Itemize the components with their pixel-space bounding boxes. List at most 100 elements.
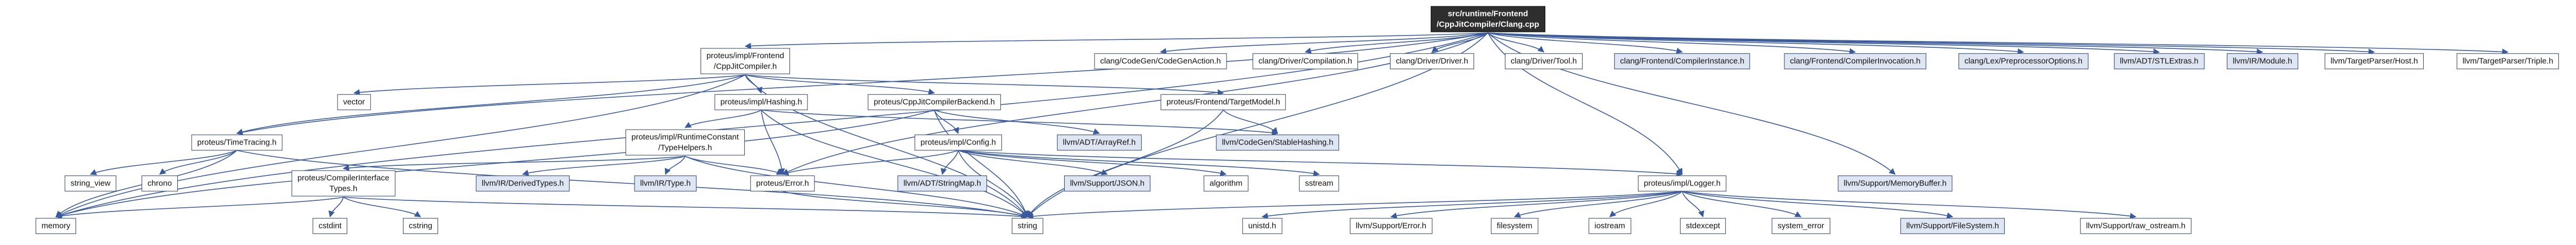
node-string[interactable]: string (1011, 218, 1043, 234)
node-stringmap[interactable]: llvm/ADT/StringMap.h (898, 175, 987, 191)
edge-config-to-stringmap (940, 150, 959, 175)
edge-config-to-proteus_error (781, 150, 959, 176)
node-label: /TypeHelpers.h (658, 143, 712, 152)
node-type-h[interactable]: llvm/IR/Type.h (634, 175, 697, 191)
node-compilerinvocation[interactable]: clang/Frontend/CompilerInvocation.h (1784, 53, 1927, 69)
node-label: string_view (70, 179, 111, 188)
edge-backend-to-arrayref (934, 109, 1100, 135)
node-compilation[interactable]: clang/Driver/Compilation.h (1253, 53, 1358, 69)
node-config[interactable]: proteus/impl/Config.h (915, 134, 1002, 150)
edge-config-to-sstream (958, 150, 1320, 177)
node-targetmodel[interactable]: proteus/Frontend/TargetModel.h (1161, 94, 1286, 110)
node-label: proteus/impl/Config.h (920, 138, 996, 147)
node-label: llvm/Support/FileSystem.h (1906, 221, 1999, 231)
edge-compilerinterfacetypes-to-cstdint (328, 197, 344, 218)
edge-clang_cpp-to-tool (1487, 32, 1544, 53)
node-tool[interactable]: clang/Driver/Tool.h (1504, 53, 1583, 69)
node-preprocessoroptions[interactable]: clang/Lex/PreprocessorOptions.h (1958, 53, 2088, 69)
node-chrono[interactable]: chrono (142, 175, 178, 191)
node-raw-ostream[interactable]: llvm/Support/raw_ostream.h (2080, 218, 2192, 234)
node-label: chrono (147, 179, 172, 188)
node-vector[interactable]: vector (337, 94, 371, 110)
edge-logger-to-filesystem (1513, 191, 1683, 218)
edge-cppjitcompiler-to-backend (745, 74, 935, 95)
node-label: clang/Frontend/CompilerInstance.h (1620, 56, 1744, 66)
node-module[interactable]: llvm/IR/Module.h (2227, 53, 2298, 69)
node-iostream[interactable]: iostream (1589, 218, 1631, 234)
node-label: src/runtime/Frontend (1447, 9, 1528, 19)
node-label: proteus/Frontend/TargetModel.h (1166, 97, 1280, 107)
node-label: Types.h (329, 184, 358, 193)
node-label: algorithm (1209, 179, 1242, 188)
node-label: iostream (1594, 221, 1625, 231)
node-label: clang/Driver/Driver.h (1396, 56, 1468, 66)
node-arrayref[interactable]: llvm/ADT/ArrayRef.h (1057, 134, 1142, 150)
node-stablehashing[interactable]: llvm/CodeGen/StableHashing.h (1216, 134, 1339, 150)
node-label: clang/Driver/Tool.h (1510, 56, 1577, 66)
edge-compilerinterfacetypes-to-string (343, 197, 1028, 220)
node-unistd-h[interactable]: unistd.h (1242, 218, 1282, 234)
edge-cppjitcompiler-to-timetracing (236, 74, 746, 135)
node-triple[interactable]: llvm/TargetParser/Triple.h (2456, 53, 2559, 69)
node-label: proteus/impl/Logger.h (1643, 179, 1721, 188)
node-cstdint[interactable]: cstdint (312, 218, 348, 234)
node-system-error[interactable]: system_error (1772, 218, 1830, 234)
edge-typehelpers-to-derivedtypes (522, 156, 686, 176)
node-llvm-filesystem[interactable]: llvm/Support/FileSystem.h (1900, 218, 2005, 234)
edge-clang_cpp-to-preprocessoroptions (1487, 32, 2024, 55)
node-memorybuffer[interactable]: llvm/Support/MemoryBuffer.h (1838, 175, 1953, 191)
node-driver[interactable]: clang/Driver/Driver.h (1390, 53, 1474, 69)
node-codegenaction[interactable]: clang/CodeGen/CodeGenAction.h (1094, 53, 1227, 69)
node-label: proteus/CppJitCompilerBackend.h (874, 97, 995, 107)
node-label: /CppJitCompiler/Clang.cpp (1436, 20, 1540, 29)
node-host[interactable]: llvm/TargetParser/Host.h (2324, 53, 2424, 69)
node-sstream[interactable]: sstream (1299, 175, 1339, 191)
edge-clang_cpp-to-compilerinstance (1487, 32, 1683, 54)
node-hashing[interactable]: proteus/impl/Hashing.h (714, 94, 808, 110)
node-clang-cpp[interactable]: src/runtime/Frontend/CppJitCompiler/Clan… (1430, 6, 1545, 32)
node-cstring[interactable]: cstring (402, 218, 439, 234)
node-proteus-error[interactable]: proteus/Error.h (750, 175, 815, 191)
node-algorithm[interactable]: algorithm (1204, 175, 1248, 191)
node-json[interactable]: llvm/Support/JSON.h (1064, 175, 1151, 191)
edge-typehelpers-to-compilerinterfacetypes (342, 156, 686, 171)
edge-logger-to-system_error (1682, 191, 1802, 217)
node-typehelpers[interactable]: proteus/impl/RuntimeConstant/TypeHelpers… (626, 129, 745, 156)
node-backend[interactable]: proteus/CppJitCompilerBackend.h (868, 94, 1001, 110)
node-cppjitcompiler[interactable]: proteus/impl/Frontend/CppJitCompiler.h (701, 48, 790, 74)
node-label: llvm/Support/Error.h (1355, 221, 1427, 231)
node-string-view[interactable]: string_view (64, 175, 117, 191)
node-compilerinstance[interactable]: clang/Frontend/CompilerInstance.h (1614, 53, 1750, 69)
edge-timetracing-to-string_view (89, 150, 237, 175)
node-timetracing[interactable]: proteus/TimeTracing.h (191, 134, 283, 150)
edge-config-to-json (958, 150, 1108, 175)
edge-cppjitcompiler-to-targetmodel (745, 74, 1224, 96)
node-memory[interactable]: memory (35, 218, 77, 234)
edge-logger-to-llvm_error (1390, 191, 1683, 219)
node-label: llvm/IR/DerivedTypes.h (481, 179, 564, 188)
edge-hashing-to-typehelpers (684, 109, 762, 128)
node-label: memory (41, 221, 71, 231)
node-stdexcept[interactable]: stdexcept (1680, 218, 1726, 234)
node-llvm-error[interactable]: llvm/Support/Error.h (1349, 218, 1433, 234)
node-label: cstring (408, 221, 433, 231)
edge-logger-to-raw_ostream (1682, 191, 2137, 219)
node-label: sstream (1305, 179, 1334, 188)
node-stlextras[interactable]: llvm/ADT/STLExtras.h (2114, 53, 2204, 69)
node-label: llvm/ADT/STLExtras.h (2120, 56, 2199, 66)
node-derivedtypes[interactable]: llvm/IR/DerivedTypes.h (475, 175, 570, 191)
edge-logger-to-unistd_h (1261, 191, 1683, 219)
node-label: llvm/ADT/ArrayRef.h (1063, 138, 1136, 147)
node-filesystem[interactable]: filesystem (1491, 218, 1538, 234)
edge-backend-to-memory (55, 109, 935, 218)
node-label: llvm/TargetParser/Host.h (2330, 56, 2418, 66)
edge-hashing-to-string (761, 109, 1028, 217)
node-label: clang/CodeGen/CodeGenAction.h (1100, 56, 1221, 66)
node-logger[interactable]: proteus/impl/Logger.h (1637, 175, 1727, 191)
edge-timetracing-to-string (236, 150, 1028, 219)
node-label: proteus/Error.h (756, 179, 809, 188)
node-label: proteus/CompilerInterface (297, 173, 390, 183)
